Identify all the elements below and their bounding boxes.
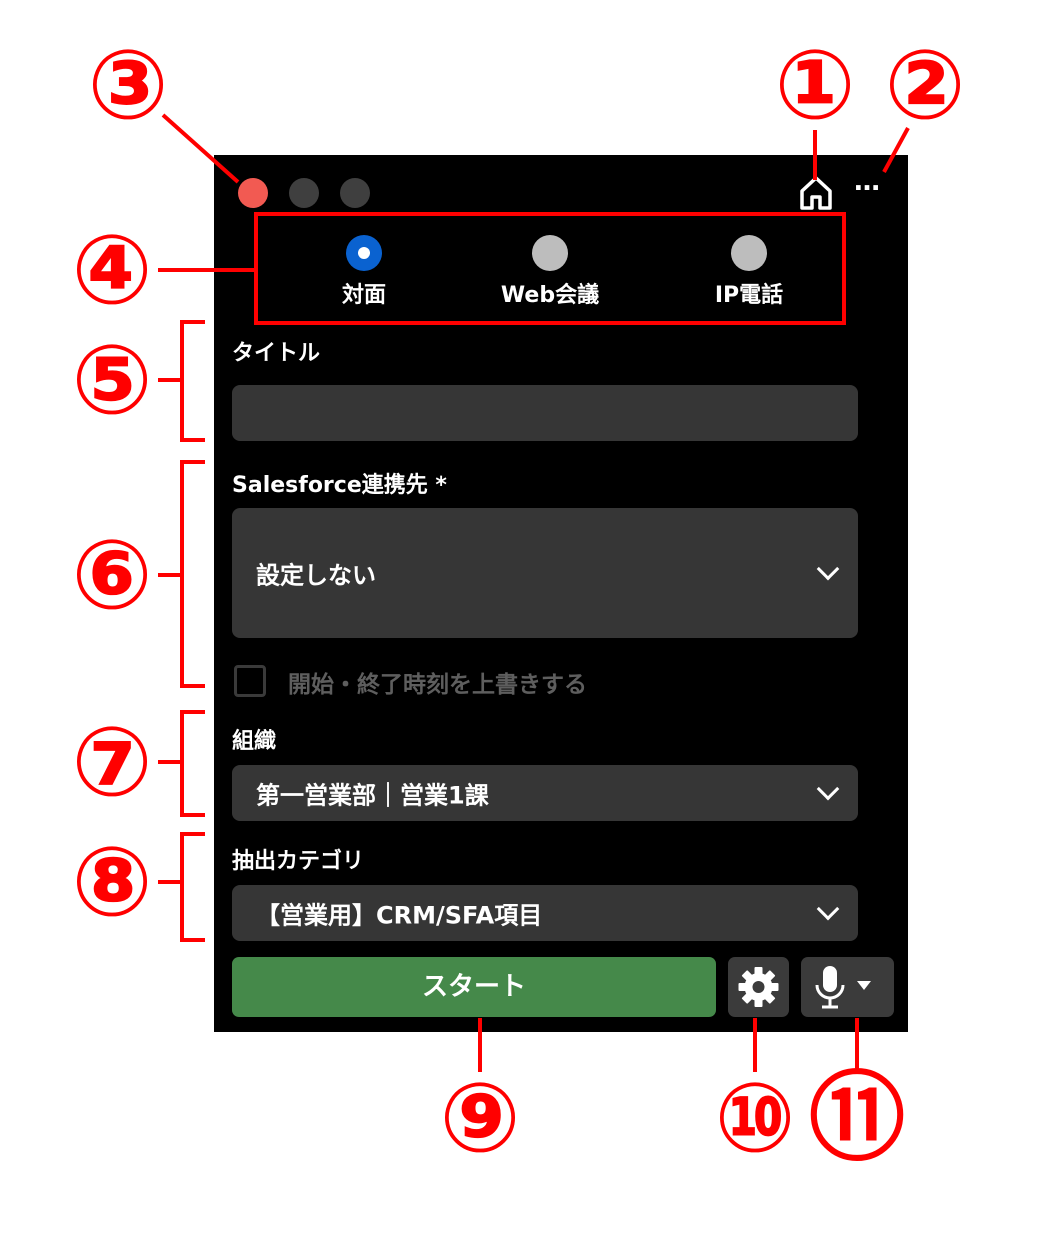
- start-button[interactable]: スタート: [232, 957, 716, 1017]
- category-select[interactable]: 【営業用】CRM/SFA項目: [232, 885, 858, 941]
- maximize-window-button[interactable]: [340, 178, 370, 208]
- organization-label: 組織: [232, 729, 277, 754]
- mode-label: IP電話: [714, 283, 784, 308]
- callout-8: ⑧: [71, 826, 152, 938]
- microphone-icon: [815, 966, 871, 1009]
- mode-label: 対面: [341, 283, 386, 308]
- callout-3: ③: [87, 29, 168, 141]
- radio-ip[interactable]: [731, 235, 767, 271]
- radio-face[interactable]: [346, 235, 382, 271]
- caret-down-icon: [857, 981, 871, 990]
- override-time-label: 開始・終了時刻を上書きする: [288, 672, 587, 698]
- gear-icon: [738, 967, 779, 1007]
- more-menu-button[interactable]: …: [854, 167, 881, 197]
- required-mark: *: [435, 473, 447, 498]
- settings-button[interactable]: [728, 957, 789, 1017]
- callout-7: ⑦: [71, 706, 152, 818]
- callout-11: ⑪: [809, 1062, 905, 1174]
- callout-1: ①: [774, 29, 855, 141]
- chevron-down-icon: [816, 557, 840, 581]
- override-time-checkbox[interactable]: [234, 665, 266, 697]
- home-icon[interactable]: [798, 175, 834, 211]
- organization-select[interactable]: 第一営業部｜営業1課: [232, 765, 858, 821]
- app-window: … 対面 Web会議 IP電話 タイトル Salesforce連携先 * 設定し…: [214, 155, 908, 1032]
- microphone-select-button[interactable]: [801, 957, 894, 1017]
- callout-6: ⑥: [71, 519, 152, 631]
- close-window-button[interactable]: [238, 178, 268, 208]
- chevron-down-icon: [816, 777, 840, 801]
- salesforce-label-text: Salesforce連携先: [232, 473, 428, 498]
- callout-5: ⑤: [71, 324, 152, 436]
- salesforce-value: 設定しない: [256, 561, 376, 590]
- chevron-down-icon: [816, 897, 840, 921]
- salesforce-select[interactable]: 設定しない: [232, 508, 858, 638]
- organization-value: 第一営業部｜営業1課: [256, 781, 489, 810]
- minimize-window-button[interactable]: [289, 178, 319, 208]
- mode-label: Web会議: [500, 283, 600, 308]
- callout-9: ⑨: [439, 1062, 520, 1174]
- category-value: 【営業用】CRM/SFA項目: [256, 901, 543, 930]
- radio-web[interactable]: [532, 235, 568, 271]
- callout-4: ④: [71, 214, 152, 326]
- callout-2: ②: [884, 29, 965, 141]
- category-label: 抽出カテゴリ: [232, 849, 365, 874]
- title-label: タイトル: [232, 341, 321, 366]
- salesforce-label: Salesforce連携先 *: [232, 467, 447, 499]
- callout-10: ⑩: [714, 1062, 795, 1174]
- title-input[interactable]: [232, 385, 858, 441]
